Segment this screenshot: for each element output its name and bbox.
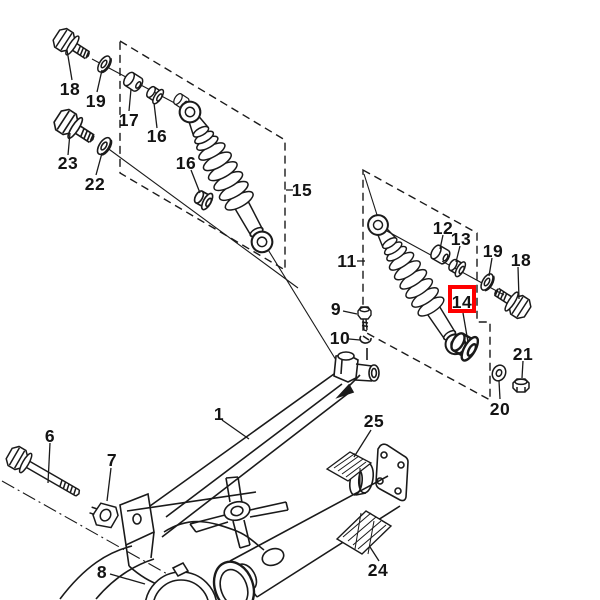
leader-lines — [47, 49, 524, 585]
callout-16-lower[interactable]: 16 — [176, 153, 196, 173]
mount-line-right-shock — [363, 173, 379, 219]
callout-19-left[interactable]: 19 — [86, 91, 106, 111]
clip-10 — [359, 335, 372, 344]
callout-1[interactable]: 1 — [214, 404, 224, 424]
callout-21[interactable]: 21 — [513, 344, 533, 364]
callout-11[interactable]: 11 — [337, 251, 357, 271]
callout-15[interactable]: 15 — [292, 180, 312, 200]
chain-adjuster-7 — [89, 502, 119, 529]
callout-8[interactable]: 8 — [97, 562, 107, 582]
decal-25 — [325, 451, 373, 487]
shock-mount-bracket — [333, 348, 380, 383]
callout-7[interactable]: 7 — [107, 450, 117, 470]
callout-23[interactable]: 23 — [58, 153, 78, 173]
shock-absorber-left — [169, 94, 283, 260]
callout-10[interactable]: 10 — [330, 328, 350, 348]
washer-22 — [94, 134, 115, 158]
callout-17[interactable]: 17 — [119, 110, 139, 130]
decal-24 — [335, 510, 393, 555]
callout-24[interactable]: 24 — [368, 560, 388, 580]
axis-line-lower-left — [105, 146, 299, 289]
callout-13[interactable]: 13 — [451, 229, 471, 249]
washer-20 — [491, 364, 507, 382]
callout-16-upper[interactable]: 16 — [147, 126, 167, 146]
callout-19-right[interactable]: 19 — [483, 241, 503, 261]
front-direction-arrow — [335, 374, 361, 399]
callout-6[interactable]: 6 — [45, 426, 55, 446]
callout-12[interactable]: 12 — [433, 218, 453, 238]
swingarm — [59, 348, 409, 600]
pivot-boot — [145, 561, 217, 600]
callout-18-right[interactable]: 18 — [511, 250, 531, 270]
callout-labels: 18 19 17 16 23 22 16 15 11 12 13 19 18 1… — [45, 79, 533, 582]
callout-9[interactable]: 9 — [331, 299, 341, 319]
bolt-18-left — [49, 25, 96, 66]
nut-21 — [512, 378, 530, 393]
dashed-box-right-shock — [362, 168, 491, 402]
callout-20[interactable]: 20 — [490, 399, 510, 419]
bushing-16-lower — [190, 186, 216, 213]
callout-18-left[interactable]: 18 — [60, 79, 80, 99]
bolt-18-right — [488, 281, 535, 322]
mount-line-left-shock — [266, 247, 345, 374]
bushing-16-upper — [143, 82, 167, 107]
drive-flange — [348, 443, 409, 502]
pivot-bolt-6 — [5, 445, 81, 497]
collar-17 — [120, 69, 146, 94]
callout-22[interactable]: 22 — [85, 174, 105, 194]
screw-9 — [357, 306, 372, 332]
bolt-23 — [50, 105, 101, 151]
highlight-box-part-14[interactable] — [448, 285, 476, 313]
callout-14-highlighted[interactable]: 14 — [452, 292, 472, 312]
washer-19-left — [94, 53, 115, 76]
callout-25[interactable]: 25 — [364, 411, 384, 431]
cross-brace — [189, 476, 289, 549]
